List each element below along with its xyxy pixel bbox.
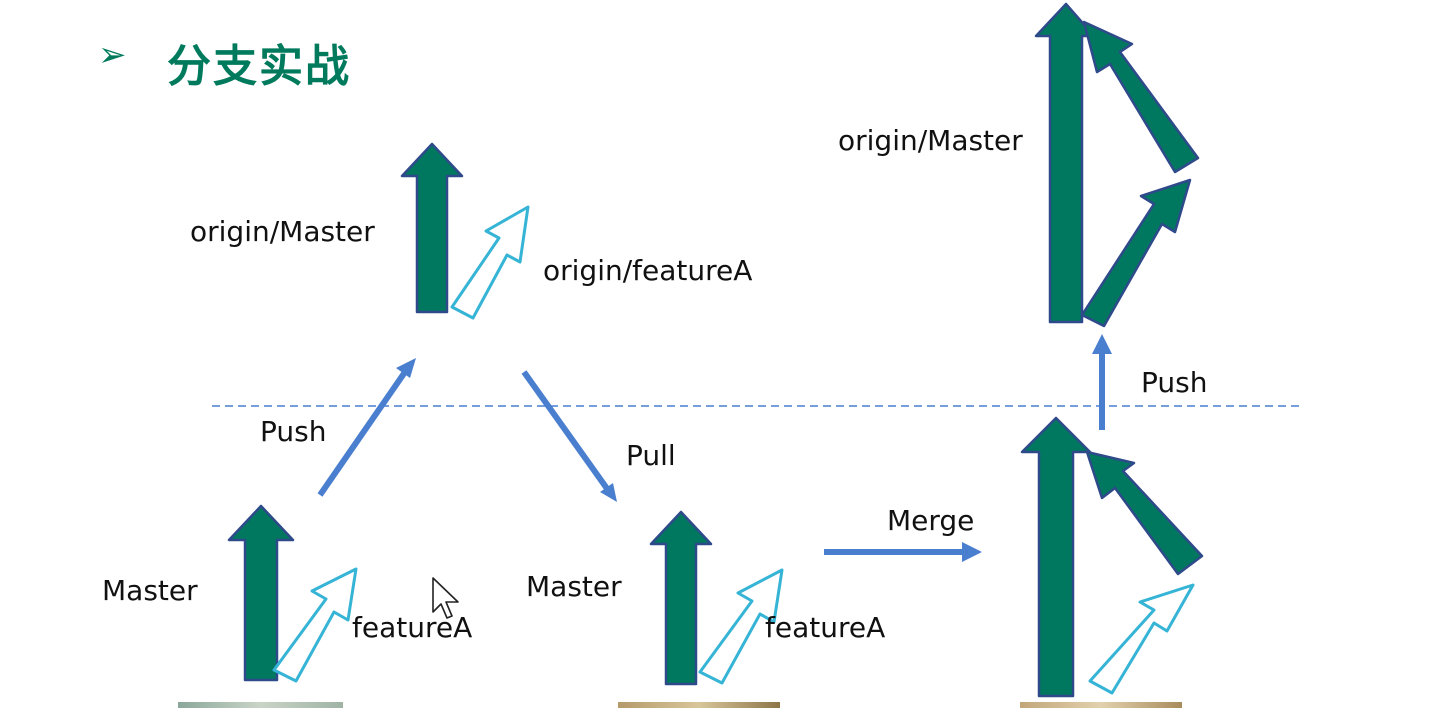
merge-arrow-head: [962, 542, 982, 562]
pull-arrow: [521, 370, 611, 492]
pull-label: Pull: [626, 439, 676, 472]
push-arrow-left-head: [396, 358, 416, 378]
master-arrow-merged: [1020, 416, 1092, 698]
push-arrow-right-head: [1092, 334, 1112, 354]
featureA-arrow-left: [272, 567, 358, 683]
origin-merge-commit-arrow: [1082, 20, 1200, 174]
slide-title: 分支实战: [167, 41, 351, 92]
origin-master-arrow-merged: [1034, 2, 1096, 324]
push-label-right: Push: [1141, 366, 1208, 399]
merge-label: Merge: [887, 504, 975, 537]
master-label-mid: Master: [526, 570, 622, 603]
origin-master-label-right: origin/Master: [838, 124, 1023, 157]
origin-featureA-label: origin/featureA: [543, 254, 753, 287]
featureA-arrow-merged: [1088, 583, 1195, 695]
push-label-left: Push: [260, 415, 327, 448]
master-label-left: Master: [102, 574, 198, 607]
origin-featureA-history-arrow: [1080, 178, 1192, 328]
bullet-arrow-icon: ➢: [98, 35, 127, 75]
image-strip-mid: [618, 702, 780, 708]
featureA-arrow-mid: [698, 568, 784, 685]
origin-featureA-arrow: [450, 205, 530, 320]
pull-arrow-head: [600, 483, 617, 502]
origin-master-arrow: [400, 142, 464, 314]
mouse-pointer-icon: [432, 577, 459, 619]
featureA-label-left: featureA: [352, 611, 473, 644]
push-arrow-left: [317, 370, 408, 497]
origin-master-label: origin/Master: [190, 215, 375, 248]
master-arrow-left: [227, 504, 295, 682]
featureA-label-mid: featureA: [765, 611, 886, 644]
merge-commit-arrow: [1085, 450, 1204, 576]
image-strip-right: [1020, 702, 1182, 708]
master-arrow-mid: [649, 510, 713, 686]
image-strip-left: [178, 702, 343, 708]
